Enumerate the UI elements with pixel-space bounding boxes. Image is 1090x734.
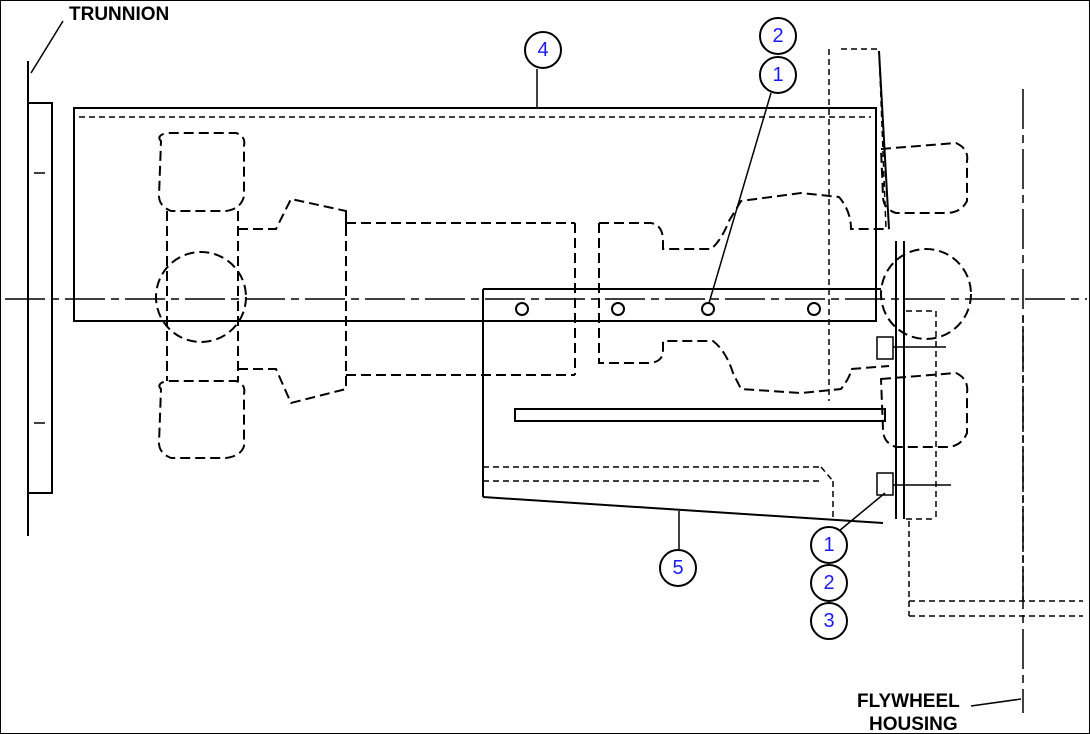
svg-text:5: 5: [672, 557, 683, 579]
callout-2-bottom: 2: [810, 564, 848, 602]
svg-text:1: 1: [772, 64, 783, 86]
svg-text:4: 4: [537, 39, 548, 61]
callout-3-bottom: 3: [810, 602, 848, 640]
callout-1-bottom: 1: [810, 526, 848, 564]
callout-4: 4: [524, 31, 562, 69]
housing-label: HOUSING: [869, 714, 958, 733]
callout-2-top: 2: [759, 17, 797, 55]
callout-5: 5: [659, 549, 697, 587]
svg-text:2: 2: [823, 572, 834, 594]
mounting-bracket: [482, 288, 886, 524]
shaft-section: [345, 191, 890, 395]
trunnion-label: TRUNNION: [69, 4, 169, 25]
callout-1-top: 1: [759, 56, 797, 94]
leader-lines: [30, 20, 1022, 707]
housing-rectangle: [73, 107, 877, 322]
flywheel-label: FLYWHEEL: [857, 691, 960, 712]
svg-text:1: 1: [823, 534, 834, 556]
flywheel-housing-outline: [828, 48, 1083, 713]
left-universal-joint: [155, 132, 347, 459]
svg-text:2: 2: [772, 25, 783, 47]
svg-text:3: 3: [823, 610, 834, 632]
right-universal-joint: [879, 141, 972, 448]
